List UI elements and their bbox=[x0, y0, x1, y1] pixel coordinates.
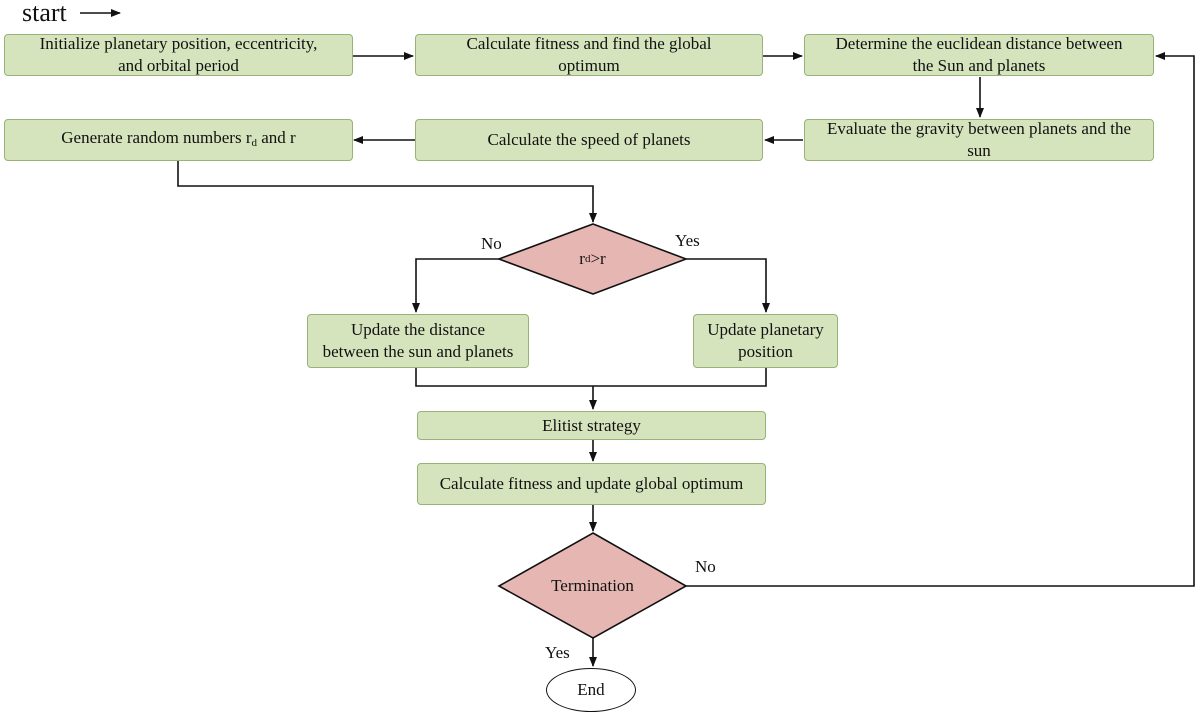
random-label: Generate random numbers rd and r bbox=[61, 127, 296, 149]
decision-no-label: No bbox=[481, 234, 502, 253]
update-global-box: Calculate fitness and update global opti… bbox=[417, 463, 766, 505]
update-distance-box: Update the distance between the sun and p… bbox=[307, 314, 529, 368]
termination-yes-label: Yes bbox=[545, 643, 570, 662]
euclid-box: Determine the euclidean distance between… bbox=[804, 34, 1154, 76]
calc-fitness-box: Calculate fitness and find the global opt… bbox=[415, 34, 763, 76]
init-line-1: Initialize planetary position, eccentric… bbox=[39, 34, 318, 53]
arrow-decision-yes bbox=[686, 258, 770, 313]
update-position-box: Update planetary position bbox=[693, 314, 838, 368]
arrow-random-to-decision bbox=[177, 161, 597, 223]
decision-diamond bbox=[496, 223, 689, 295]
termination-no-label: No bbox=[695, 557, 716, 576]
update-distance-line-2: between the sun and planets bbox=[322, 342, 514, 361]
speed-box: Calculate the speed of planets bbox=[415, 119, 763, 161]
arrow-decision-no bbox=[412, 258, 499, 313]
update-position-line-2: position bbox=[738, 342, 793, 361]
elitist-box: Elitist strategy bbox=[417, 411, 766, 440]
update-distance-line-1: Update the distance bbox=[350, 320, 486, 339]
termination-diamond bbox=[497, 532, 688, 639]
init-line-2: and orbital period bbox=[118, 56, 239, 75]
elitist-label: Elitist strategy bbox=[542, 415, 641, 435]
init-box: Initialize planetary position, eccentric… bbox=[4, 34, 353, 76]
euclid-line-2: the Sun and planets bbox=[912, 56, 1046, 75]
euclid-line-1: Determine the euclidean distance between bbox=[835, 34, 1123, 53]
termination-label: Termination bbox=[551, 575, 634, 595]
update-position-line-1: Update planetary bbox=[707, 320, 824, 339]
speed-label: Calculate the speed of planets bbox=[487, 130, 691, 149]
random-box: Generate random numbers rd and r bbox=[4, 119, 353, 161]
calc-fitness-line-1: Calculate fitness and find the global bbox=[466, 34, 712, 53]
arrow-termination-no-loop bbox=[686, 52, 1195, 587]
start-label: start bbox=[22, 0, 67, 27]
gravity-box: Evaluate the gravity between planets and… bbox=[804, 119, 1154, 161]
gravity-line-1: Evaluate the gravity between planets and… bbox=[827, 119, 1131, 138]
update-global-label: Calculate fitness and update global opti… bbox=[439, 474, 744, 493]
gravity-line-2: sun bbox=[967, 141, 991, 160]
calc-fitness-line-2: optimum bbox=[558, 56, 620, 75]
decision-yes-label: Yes bbox=[675, 231, 700, 250]
merge-line bbox=[415, 368, 767, 387]
end-terminal: End bbox=[546, 668, 636, 712]
